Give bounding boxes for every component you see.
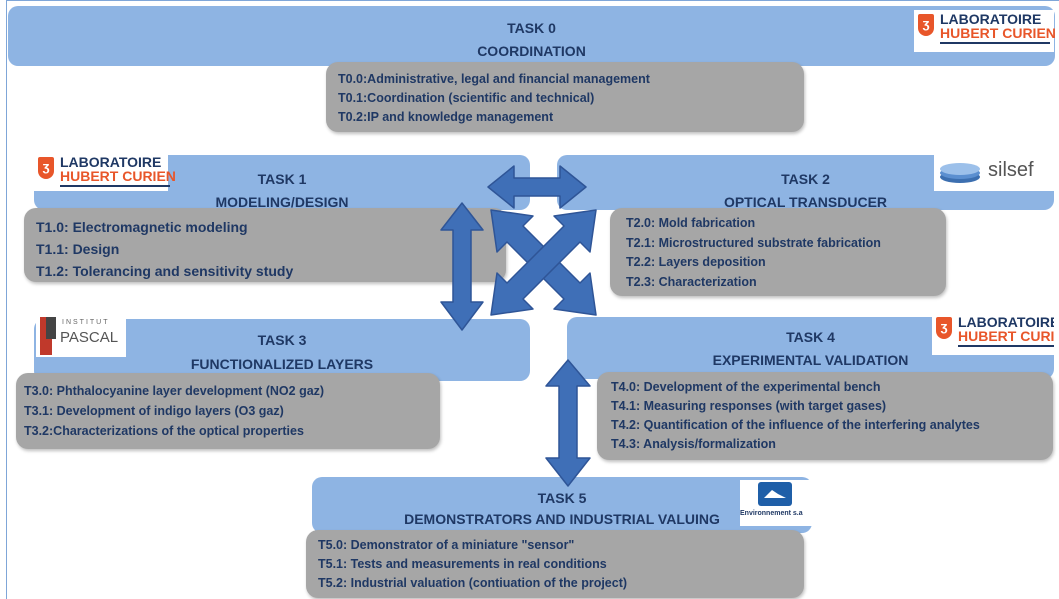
lhc-logo-task1: ʒ LABORATOIRE HUBERT CURIEN [34,153,176,191]
task-4-subtitle: EXPERIMENTAL VALIDATION [712,352,909,368]
frame-left-line [6,0,7,599]
task-5-subtitle: DEMONSTRATORS AND INDUSTRIAL VALUING [404,511,720,527]
arrow-task1-task3 [440,202,484,331]
task-2-subtitle: OPTICAL TRANSDUCER [723,194,888,210]
arrow-task1-task2 [487,165,587,209]
lhc-shield-icon: ʒ [918,14,934,36]
task-4-items: T4.0: Development of the experimental be… [597,372,1053,460]
environnement-sa-logo: Environnement s.a [740,480,812,526]
task-2-title: TASK 2 [781,171,830,187]
task-0-items: T0.0:Administrative, legal and financial… [326,62,804,132]
task-1-title: TASK 1 [257,171,307,187]
task-1-items: T1.0: Electromagnetic modeling T1.1: Des… [24,208,506,282]
task-5-title: TASK 5 [537,490,587,506]
institut-pascal-logo: INSTITUT PASCAL [36,313,126,357]
silsef-logo: silsef [934,153,1054,191]
task-0-header: TASK 0 COORDINATION [8,6,1055,66]
arrow-task2-task3 [490,209,597,316]
task-2-items: T2.0: Mold fabrication T2.1: Microstruct… [610,208,946,296]
lhc-shield-icon: ʒ [936,317,952,339]
arrow-task4-task5 [545,359,591,487]
task-5-header: TASK 5 DEMONSTRATORS AND INDUSTRIAL VALU… [312,477,812,533]
task-5-items: T5.0: Demonstrator of a miniature "senso… [306,530,804,598]
task-3-title: TASK 3 [257,332,307,348]
task-3-items: T3.0: Phthalocyanine layer development (… [16,373,440,449]
lhc-shield-icon: ʒ [38,157,54,179]
task-0-subtitle: COORDINATION [477,43,586,59]
task-3-subtitle: FUNCTIONALIZED LAYERS [190,356,374,372]
task-1-subtitle: MODELING/DESIGN [215,194,349,210]
lhc-logo-top: ʒ LABORATOIRE HUBERT CURIEN [914,10,1056,52]
environnement-emblem-icon [758,482,792,506]
lhc-logo-task4: ʒ LABORATOIRE HUBERT CURIEN [932,313,1054,355]
frame-top-line [6,0,1059,1]
silsef-disc-icon [940,163,980,183]
task-4-title: TASK 4 [786,329,835,345]
task-0-title: TASK 0 [507,20,556,36]
